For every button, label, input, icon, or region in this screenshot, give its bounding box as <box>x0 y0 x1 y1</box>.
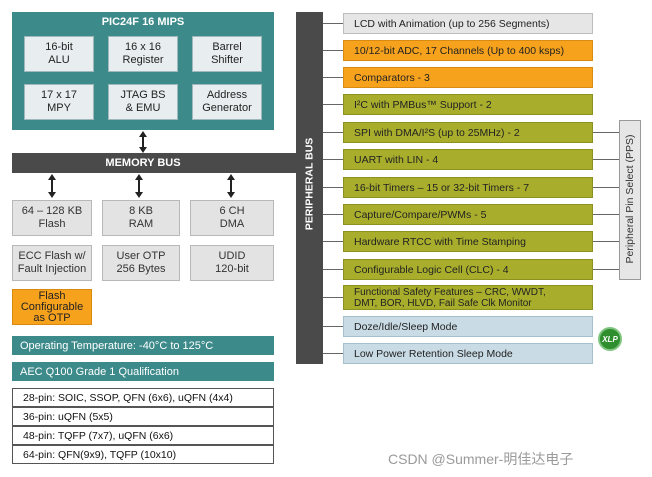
pps-label: Peripheral Pin Select (PPS) <box>624 134 636 264</box>
watermark: CSDN @Summer-明佳达电子 <box>388 451 574 467</box>
peripheral-clc: Configurable Logic Cell (CLC) - 4 <box>343 259 593 280</box>
peripheral-retention-sleep: Low Power Retention Sleep Mode <box>343 343 593 364</box>
memory-bus-label: MEMORY BUS <box>105 157 181 169</box>
package-64pin: 64-pin: QFN(9x9), TQFP (10x10) <box>12 445 274 464</box>
peripheral-adc: 10/12-bit ADC, 17 Channels (Up to 400 ks… <box>343 40 593 61</box>
cpu-title: PIC24F 16 MIPS <box>101 16 185 28</box>
udid-block: UDID 120-bit <box>190 245 274 281</box>
peripheral-spi: SPI with DMA/I²S (up to 25MHz) - 2 <box>343 122 593 143</box>
flash-otp-block: Flash Configurable as OTP <box>12 289 92 325</box>
peripheral-i2c: I²C with PMBus™ Support - 2 <box>343 94 593 115</box>
register-unit: 16 x 16 Register <box>108 36 178 72</box>
qualification-text: AEC Q100 Grade 1 Qualification <box>20 365 179 378</box>
xlp-badge-icon: XLP <box>598 327 622 351</box>
peripheral-ccp: Capture/Compare/PWMs - 5 <box>343 204 593 225</box>
memory-bus: MEMORY BUS <box>12 153 323 173</box>
ecc-flash-block: ECC Flash w/ Fault Injection <box>12 245 92 281</box>
ram-arrow <box>133 174 145 198</box>
flash-block: 64 – 128 KB Flash <box>12 200 92 236</box>
package-28pin: 28-pin: SOIC, SSOP, QFN (6x6), uQFN (4x4… <box>12 388 274 407</box>
multiplier-unit: 17 x 17 MPY <box>24 84 94 120</box>
peripheral-comparators: Comparators - 3 <box>343 67 593 88</box>
package-36pin: 36-pin: uQFN (5x5) <box>12 407 274 426</box>
ram-block: 8 KB RAM <box>102 200 180 236</box>
peripheral-doze-mode: Doze/Idle/Sleep Mode <box>343 316 593 337</box>
address-generator-unit: Address Generator <box>192 84 262 120</box>
temperature-bar: Operating Temperature: -40°C to 125°C <box>12 336 274 355</box>
alu-unit: 16-bit ALU <box>24 36 94 72</box>
qualification-bar: AEC Q100 Grade 1 Qualification <box>12 362 274 381</box>
peripheral-functional-safety: Functional Safety Features – CRC, WWDT, … <box>343 285 593 310</box>
xlp-badge-text: XLP <box>602 334 618 344</box>
peripheral-bus: PERIPHERAL BUS <box>296 12 323 364</box>
peripheral-rtcc: Hardware RTCC with Time Stamping <box>343 231 593 252</box>
peripheral-timers: 16-bit Timers – 15 or 32-bit Timers - 7 <box>343 177 593 198</box>
user-otp-block: User OTP 256 Bytes <box>102 245 180 281</box>
package-48pin: 48-pin: TQFP (7x7), uQFN (6x6) <box>12 426 274 445</box>
peripheral-uart: UART with LIN - 4 <box>343 149 593 170</box>
dma-arrow <box>225 174 237 198</box>
cpu-bus-arrow <box>137 131 149 153</box>
peripheral-bus-label: PERIPHERAL BUS <box>303 137 316 231</box>
barrel-shifter-unit: Barrel Shifter <box>192 36 262 72</box>
jtag-unit: JTAG BS & EMU <box>108 84 178 120</box>
dma-block: 6 CH DMA <box>190 200 274 236</box>
flash-arrow <box>46 174 58 198</box>
pps-block: Peripheral Pin Select (PPS) <box>619 120 641 280</box>
cpu-block: PIC24F 16 MIPS 16-bit ALU 16 x 16 Regist… <box>12 12 274 130</box>
peripheral-lcd: LCD with Animation (up to 256 Segments) <box>343 13 593 34</box>
temperature-text: Operating Temperature: -40°C to 125°C <box>20 339 214 352</box>
